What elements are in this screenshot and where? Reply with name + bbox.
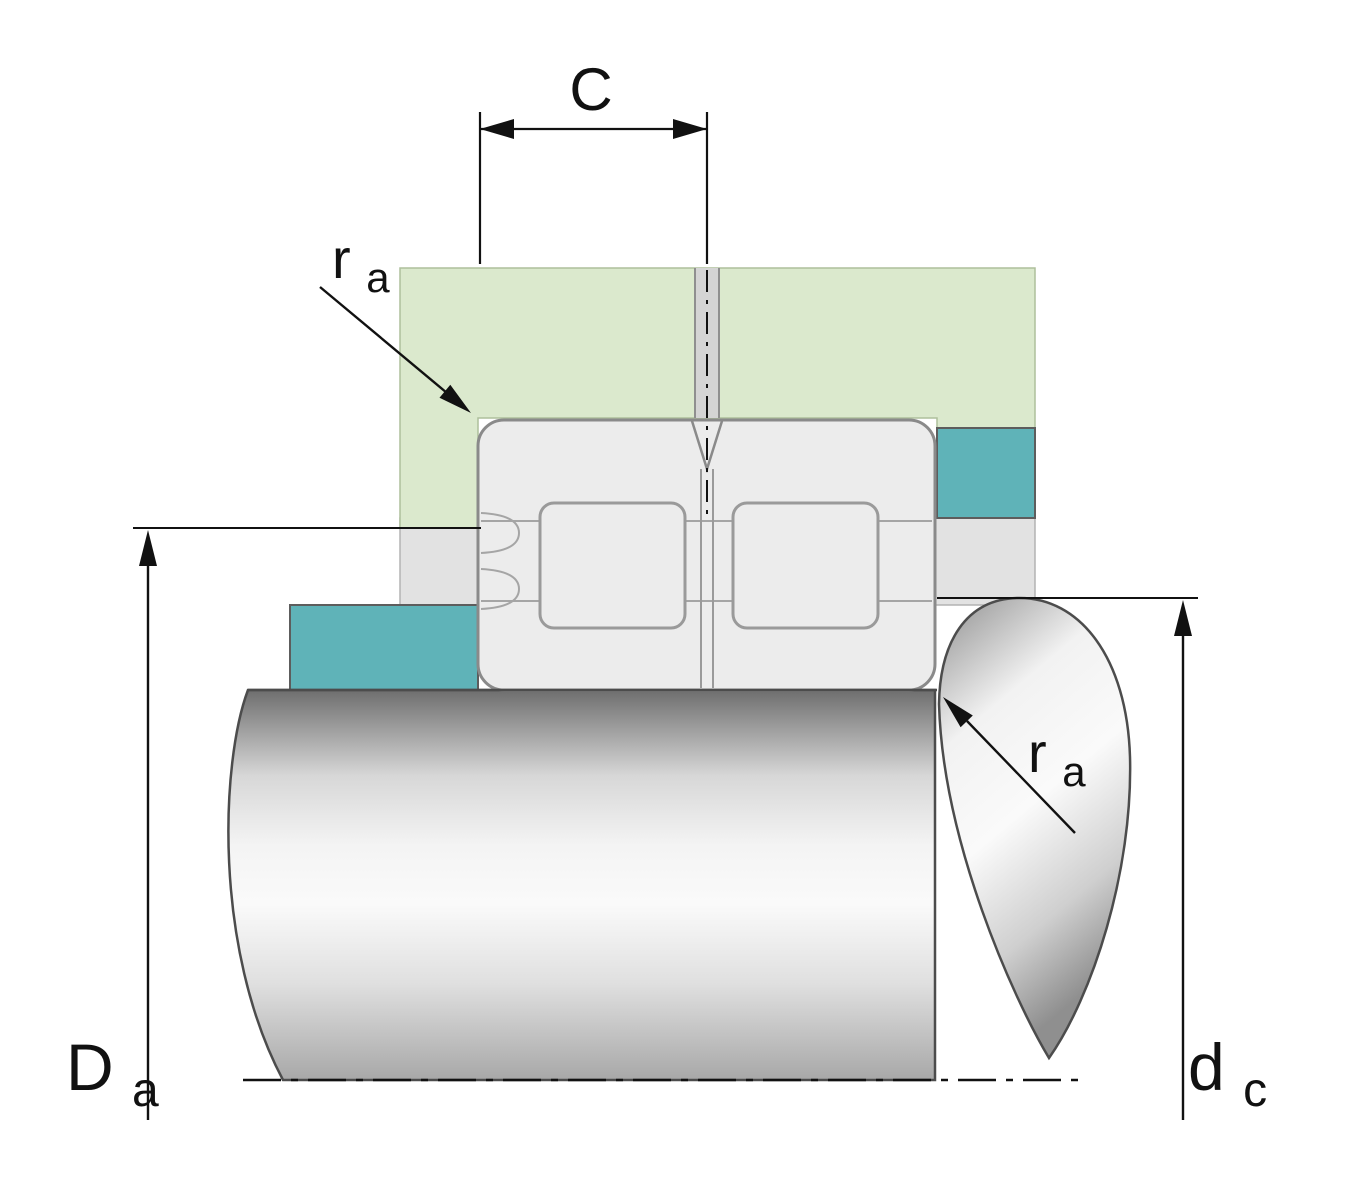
shaft-shoulder [937,596,1132,1061]
label-fillet-shaft-main: r [1028,721,1047,784]
label-width-c-main: C [569,56,612,123]
label-width-c: C [569,56,612,123]
da-arrowhead [139,530,157,566]
ra-right-arrowhead [943,697,973,728]
shaft-spacer-ring [289,604,479,691]
label-fillet-top-sub: a [366,254,390,301]
label-fillet-top-main: r [332,227,351,290]
rib-contour-bottom [480,568,521,610]
label-da-main: D [66,1030,114,1104]
c-arrowhead-right [673,119,707,139]
ra-top-leader-line [319,286,448,394]
label-housing-abutment-da: D a [66,1030,159,1117]
label-dc-sub: c [1243,1064,1267,1117]
roller-left [538,501,687,630]
rib-contour-top [480,512,521,554]
c-arrowhead-left [480,119,514,139]
label-dc-main: d [1188,1030,1225,1104]
label-fillet-shaft-sub: a [1062,748,1086,795]
dc-arrowhead [1174,600,1192,636]
roller-right [731,501,880,630]
housing-spacer-ring [936,427,1036,519]
label-fillet-shaft: r a [1028,721,1086,795]
ra-top-arrowhead [439,384,471,413]
label-da-sub: a [132,1064,159,1117]
shaft [227,688,937,1082]
label-shaft-abutment-dc: d c [1188,1030,1267,1117]
label-fillet-top: r a [332,227,390,301]
ra-right-leader-line [966,720,1076,834]
